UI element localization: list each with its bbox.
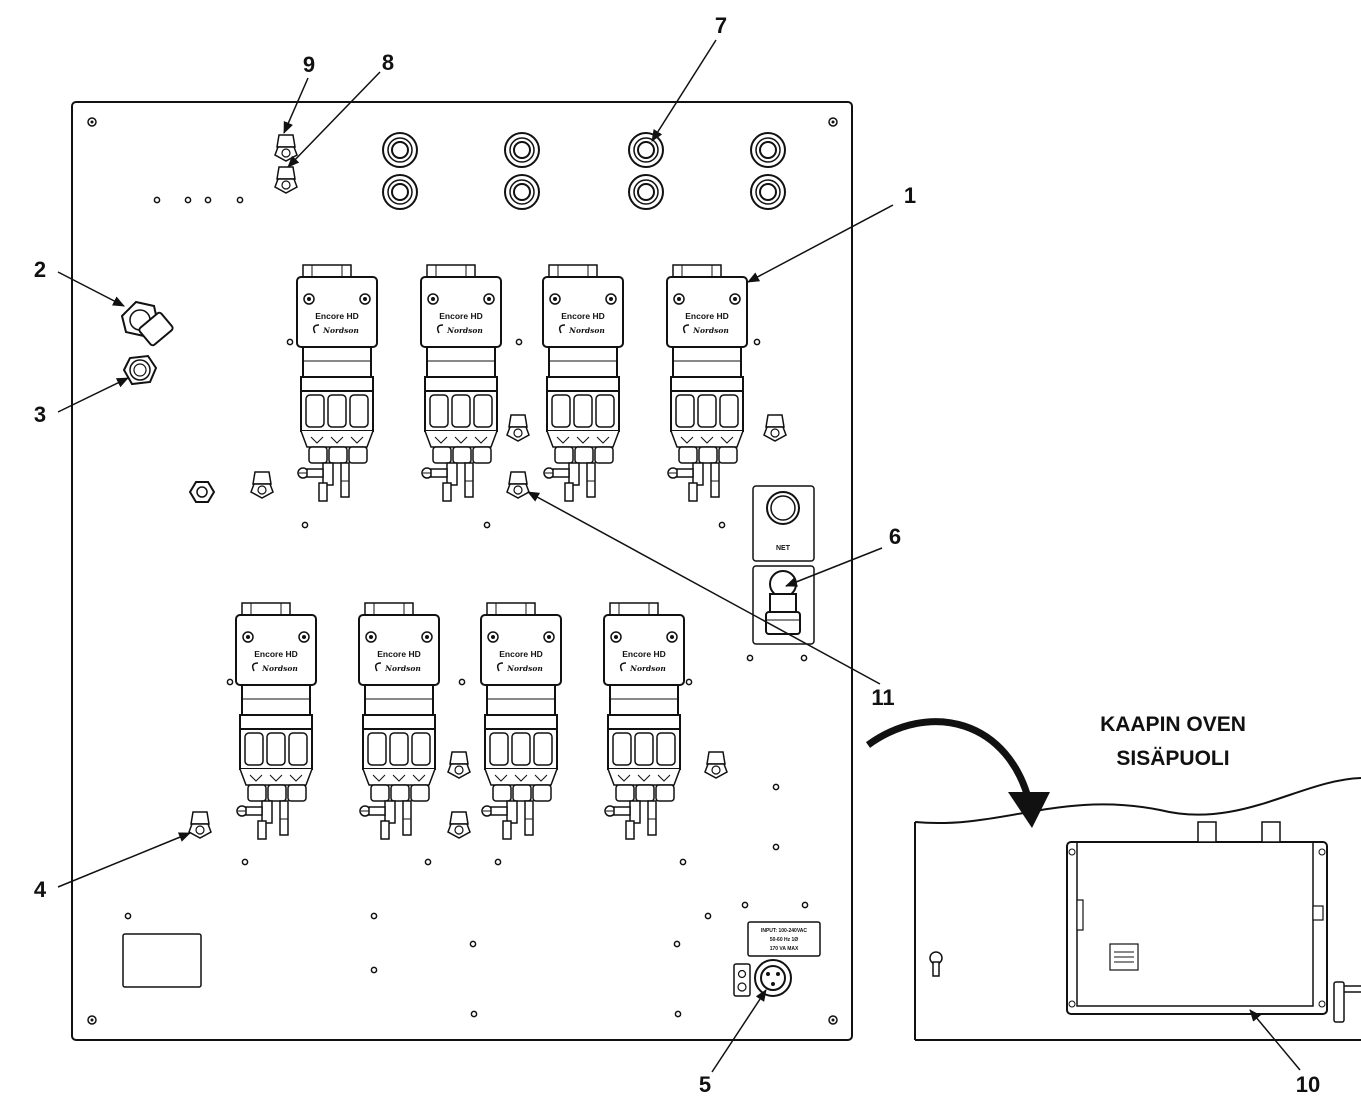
- connector-6-panel: [752, 565, 815, 645]
- power-input-label: INPUT: 100-240VAC 50-60 Hz 1Ø 170 VA MAX: [747, 921, 821, 957]
- power-connector: [754, 959, 792, 997]
- door-curved-arrow: [865, 718, 1034, 806]
- callout-2: 2: [34, 257, 46, 282]
- power-label-line-3: 170 VA MAX: [770, 946, 799, 952]
- power-label-line-2: 50-60 Hz 1Ø: [770, 937, 798, 943]
- callout-8: 8: [382, 50, 394, 75]
- callout-11: 11: [871, 685, 894, 710]
- callout-3: 3: [34, 402, 46, 427]
- main-air-inlet: [120, 300, 174, 347]
- door-caption-line-1: KAAPIN OVEN: [1100, 713, 1246, 736]
- callout-6: 6: [889, 524, 901, 549]
- label-plate: [122, 933, 202, 988]
- net-indicator-panel: NET: [752, 485, 815, 562]
- callout-5: 5: [699, 1072, 711, 1097]
- main-panel: [71, 101, 853, 1041]
- net-label: NET: [776, 545, 791, 552]
- callout-10: 10: [1296, 1072, 1320, 1097]
- callout-9: 9: [303, 52, 315, 77]
- ground-terminal: [733, 963, 751, 997]
- power-label-line-1: INPUT: 100-240VAC: [761, 928, 807, 934]
- exhaust-fitting: [122, 354, 158, 386]
- leader-lines: [57, 39, 1301, 1073]
- cabinet-door-inset: [914, 777, 1361, 1041]
- callout-1: 1: [904, 183, 916, 208]
- callout-7: 7: [715, 13, 727, 38]
- door-caption-line-2: SISÄPUOLI: [1116, 747, 1229, 770]
- callout-4: 4: [34, 877, 47, 902]
